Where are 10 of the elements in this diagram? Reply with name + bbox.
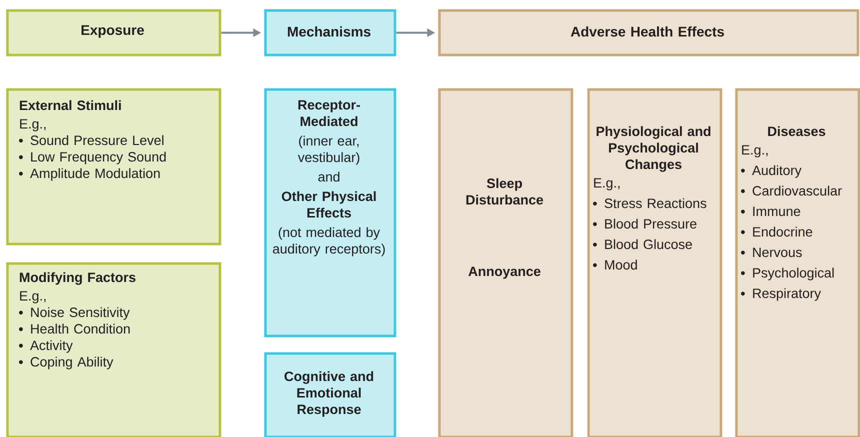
effect-box: Diseases E.g., Auditory Cardiovascular Immune Endocrine Nervous Psychological Respiratory (735, 88, 860, 437)
mechanism-box: Receptor-Mediated (inner ear, vestibular) and Other Physical Effects (not mediated by auditory receptors) (264, 88, 396, 338)
factor-box: External Stimuli E.g., Sound Pressure Level Low Frequency Sound Amplitude Modulation (6, 88, 222, 246)
stage-box: Mechanisms (264, 9, 396, 56)
stage-box: Exposure (6, 9, 222, 56)
factor-box: Modifying Factors E.g., Noise Sensitivity Health Condition Activity Coping Ability (6, 262, 222, 437)
stage-box: Adverse Health Effects (438, 9, 860, 56)
effect-box: Sleep Disturbance Annoyance (438, 88, 574, 437)
effect-box: Physiological and Psychological Changes E.g., Stress Reactions Blood Pressure Blood Glucose Mood (587, 88, 722, 437)
mechanism-box: Cognitive and Emotional Response (264, 352, 396, 437)
